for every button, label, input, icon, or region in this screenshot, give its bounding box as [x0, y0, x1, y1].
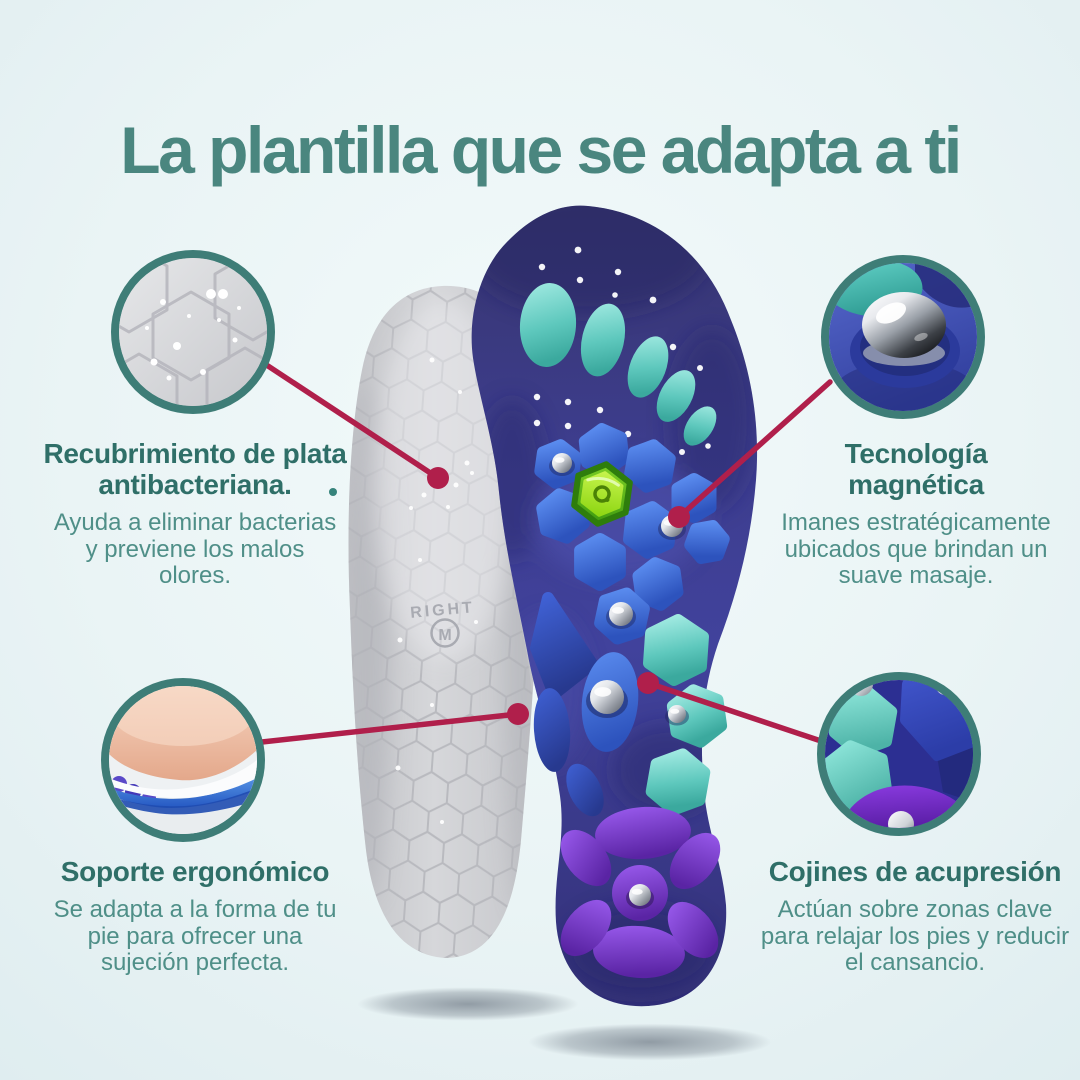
callout-heading: Recubrimiento de plata antibacteriana.	[43, 438, 347, 500]
callout-body: Se adapta a la forma de tu pie para ofre…	[53, 896, 337, 976]
callout-body: Actúan sobre zonas clave para relajar lo…	[760, 896, 1070, 976]
magnet-macro-image	[829, 263, 977, 411]
silver-coating-macro-image	[119, 258, 267, 406]
connector-dots	[427, 467, 690, 725]
floor-shadows	[330, 983, 802, 1065]
acupressure-macro-icon	[817, 672, 981, 836]
connector-lines	[259, 359, 833, 745]
magnet-macro-icon	[821, 255, 985, 419]
callout-body: Imanes estratégicamente ubicados que bri…	[781, 509, 1051, 589]
insole-side-label: RIGHT	[410, 599, 476, 622]
callout-silver-coating: Recubrimiento de plata antibacteriana. A…	[40, 438, 350, 590]
callout-heading: Tecnología magnética	[844, 438, 988, 500]
callout-heading: Cojines de acupresión	[768, 856, 1062, 887]
heel-flower	[560, 806, 721, 979]
arch-support-macro-icon	[101, 678, 265, 842]
blue-insole	[471, 205, 758, 1007]
toe-pads	[519, 283, 717, 446]
decorative-dot	[329, 488, 337, 496]
callout-acupressure: Cojines de acupresión Actúan sobre zonas…	[755, 856, 1075, 977]
arch-support-macro-image	[109, 686, 257, 834]
arch-pads	[530, 592, 639, 817]
silver-sparkles	[395, 357, 478, 824]
insole-marking: RIGHT M	[410, 599, 476, 648]
insole-size-label: M	[438, 627, 451, 644]
magnet-studs	[549, 453, 689, 909]
brand-badge	[571, 461, 633, 527]
page-title: La plantilla que se adapta a ti	[120, 113, 962, 188]
callout-heading: Soporte ergonómico	[60, 856, 330, 887]
callout-body: Ayuda a eliminar bacterias y previene lo…	[53, 509, 337, 589]
acupressure-macro-image	[825, 680, 973, 828]
silver-coating-macro-icon	[111, 250, 275, 414]
callout-arch-support: Soporte ergonómico Se adapta a la forma …	[40, 856, 350, 977]
callout-magnet: Tecnología magnética Imanes estratégicam…	[751, 438, 1080, 590]
